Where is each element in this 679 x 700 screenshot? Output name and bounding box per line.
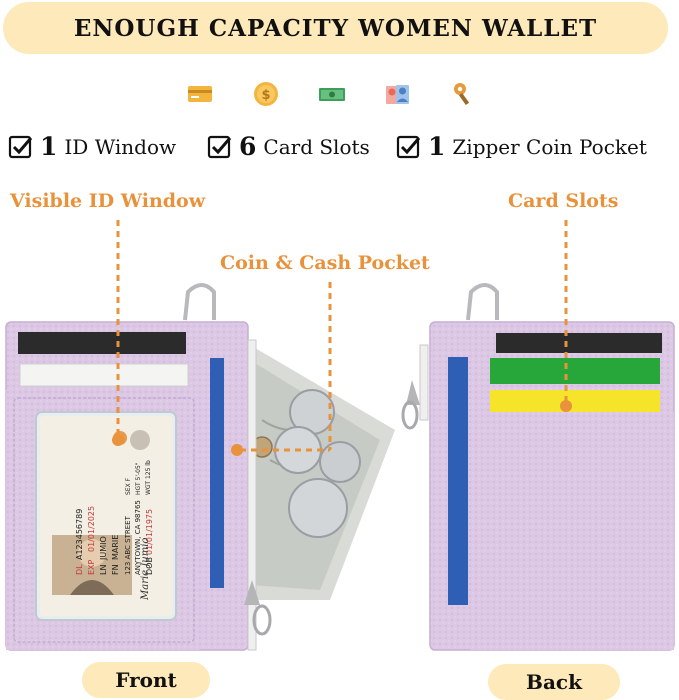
checkbox-icon (207, 135, 232, 158)
key-icon (454, 83, 470, 106)
feature-id-window: 1 ID Window (8, 132, 176, 161)
feature-label: Zipper Coin Pocket (452, 134, 647, 159)
feature-label: Card Slots (263, 134, 370, 159)
card-icon (188, 86, 212, 102)
title-banner: ENOUGH CAPACITY WOMEN WALLET (3, 2, 668, 54)
checkbox-icon (396, 135, 421, 158)
id-dob-label: DOB (145, 557, 154, 575)
feature-card-slots: 6 Card Slots (207, 132, 370, 161)
back-label: Back (488, 664, 620, 700)
feature-zipper-pocket: 1 Zipper Coin Pocket (396, 132, 647, 161)
id-exp-date: 01/01/2025 (87, 506, 96, 552)
id-dl-number: A123456789 (75, 509, 84, 560)
callout-card-slots: Card Slots (508, 190, 619, 212)
feature-row: 1 ID Window 6 Card Slots 1 Zipper Coin P… (0, 132, 679, 166)
callout-lines (112, 220, 572, 456)
id-fn-label: FN (111, 564, 120, 575)
checkbox-icon (8, 135, 33, 158)
id-sex: SEX F (125, 477, 132, 495)
page-title: ENOUGH CAPACITY WOMEN WALLET (73, 14, 598, 42)
front-label: Front (82, 662, 210, 698)
id-card: DL A123456789 EXP 01/01/2025 LN JUMIO FN… (40, 416, 172, 616)
id-exp-label: EXP (87, 559, 96, 575)
feature-count: 1 (428, 132, 446, 161)
id-address-line2: ANYTOWN, CA 98765 (134, 500, 142, 575)
id-ln-label: LN (99, 565, 108, 575)
id-last-name: JUMIO (99, 536, 108, 561)
callout-id-window: Visible ID Window (10, 190, 206, 212)
cash-icon (319, 88, 345, 101)
svg-text:$: $ (261, 88, 270, 103)
feature-label: ID Window (64, 134, 177, 159)
icon-row: $ (0, 80, 679, 110)
photo-icon (386, 85, 409, 104)
id-address-line1: 123 ABC STREET (124, 515, 132, 575)
id-height: HGT 5'-05" (135, 462, 142, 495)
back-label-text: Back (526, 670, 582, 694)
back-wallet (401, 283, 675, 651)
feature-count: 6 (239, 132, 257, 161)
coin-icon: $ (254, 82, 278, 106)
id-dl-label: DL (75, 564, 84, 575)
id-first-name: MARIE (111, 535, 120, 560)
id-weight: WGT 125 lb (145, 460, 152, 495)
callout-coin-cash: Coin & Cash Pocket (220, 252, 430, 274)
id-dob: 01/01/1975 (145, 509, 154, 555)
feature-count: 1 (40, 132, 58, 161)
coins (251, 389, 361, 538)
id-signature: Marie Jumio (140, 538, 151, 601)
front-label-text: Front (115, 668, 177, 692)
